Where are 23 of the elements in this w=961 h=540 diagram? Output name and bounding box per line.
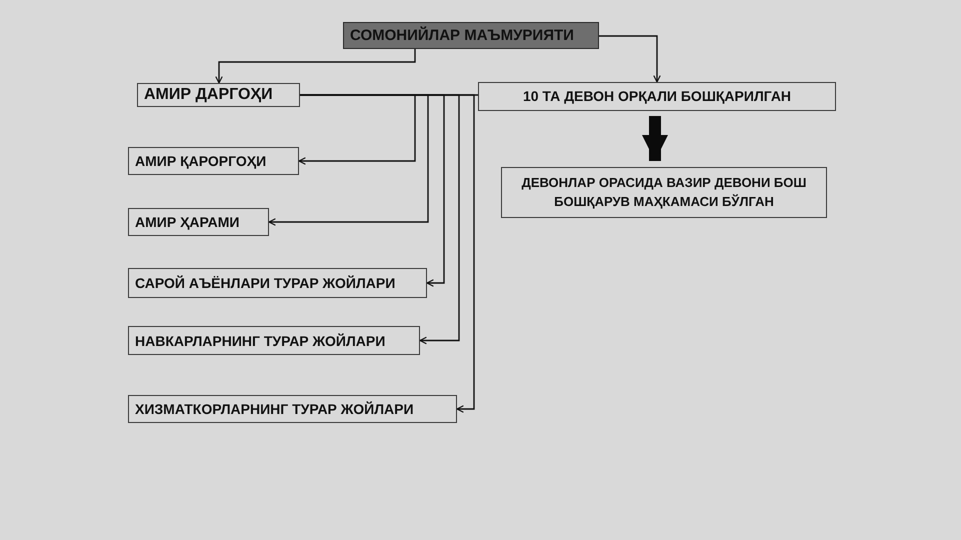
arrow xyxy=(298,94,416,165)
label-box xyxy=(343,22,599,49)
box-text: ХИЗМАТКОРЛАРНИНГ ТУРАР ЖОЙЛАРИ xyxy=(134,401,415,417)
box-text: НАВКАРЛАРНИНГ ТУРАР ЖОЙЛАРИ xyxy=(134,332,386,348)
label-box xyxy=(501,167,827,218)
box-text: СОМОНИЙЛАР МАЪМУРИЯТИ xyxy=(349,27,575,44)
box-text: АМИР ҚАРОРГОҲИ xyxy=(134,153,268,169)
label-box xyxy=(128,395,457,423)
arrow xyxy=(268,94,429,226)
label-box xyxy=(128,208,269,236)
label-box xyxy=(478,82,836,111)
arrow xyxy=(599,35,661,83)
label-box xyxy=(128,268,427,298)
box-text: 10 ТА ДЕВОН ОРҚАЛИ БОШҚАРИЛГАН xyxy=(522,86,792,106)
label-box xyxy=(128,147,299,175)
box-text: ДЕВОНЛАР ОРАСИДА ВАЗИР ДЕВОНИ БОШ БОШҚАРУВ МАҲКАМАСИ БЎЛГАН xyxy=(520,174,808,211)
label-box xyxy=(128,326,420,355)
box-text: АМИР ДАРГОҲИ xyxy=(143,86,274,104)
block-arrow xyxy=(642,116,668,161)
box-text: АМИР ҲАРАМИ xyxy=(134,214,240,230)
box-text: САРОЙ АЪЁНЛАРИ ТУРАР ЖОЙЛАРИ xyxy=(134,275,396,291)
arrow xyxy=(215,49,416,84)
label-box xyxy=(137,83,300,107)
